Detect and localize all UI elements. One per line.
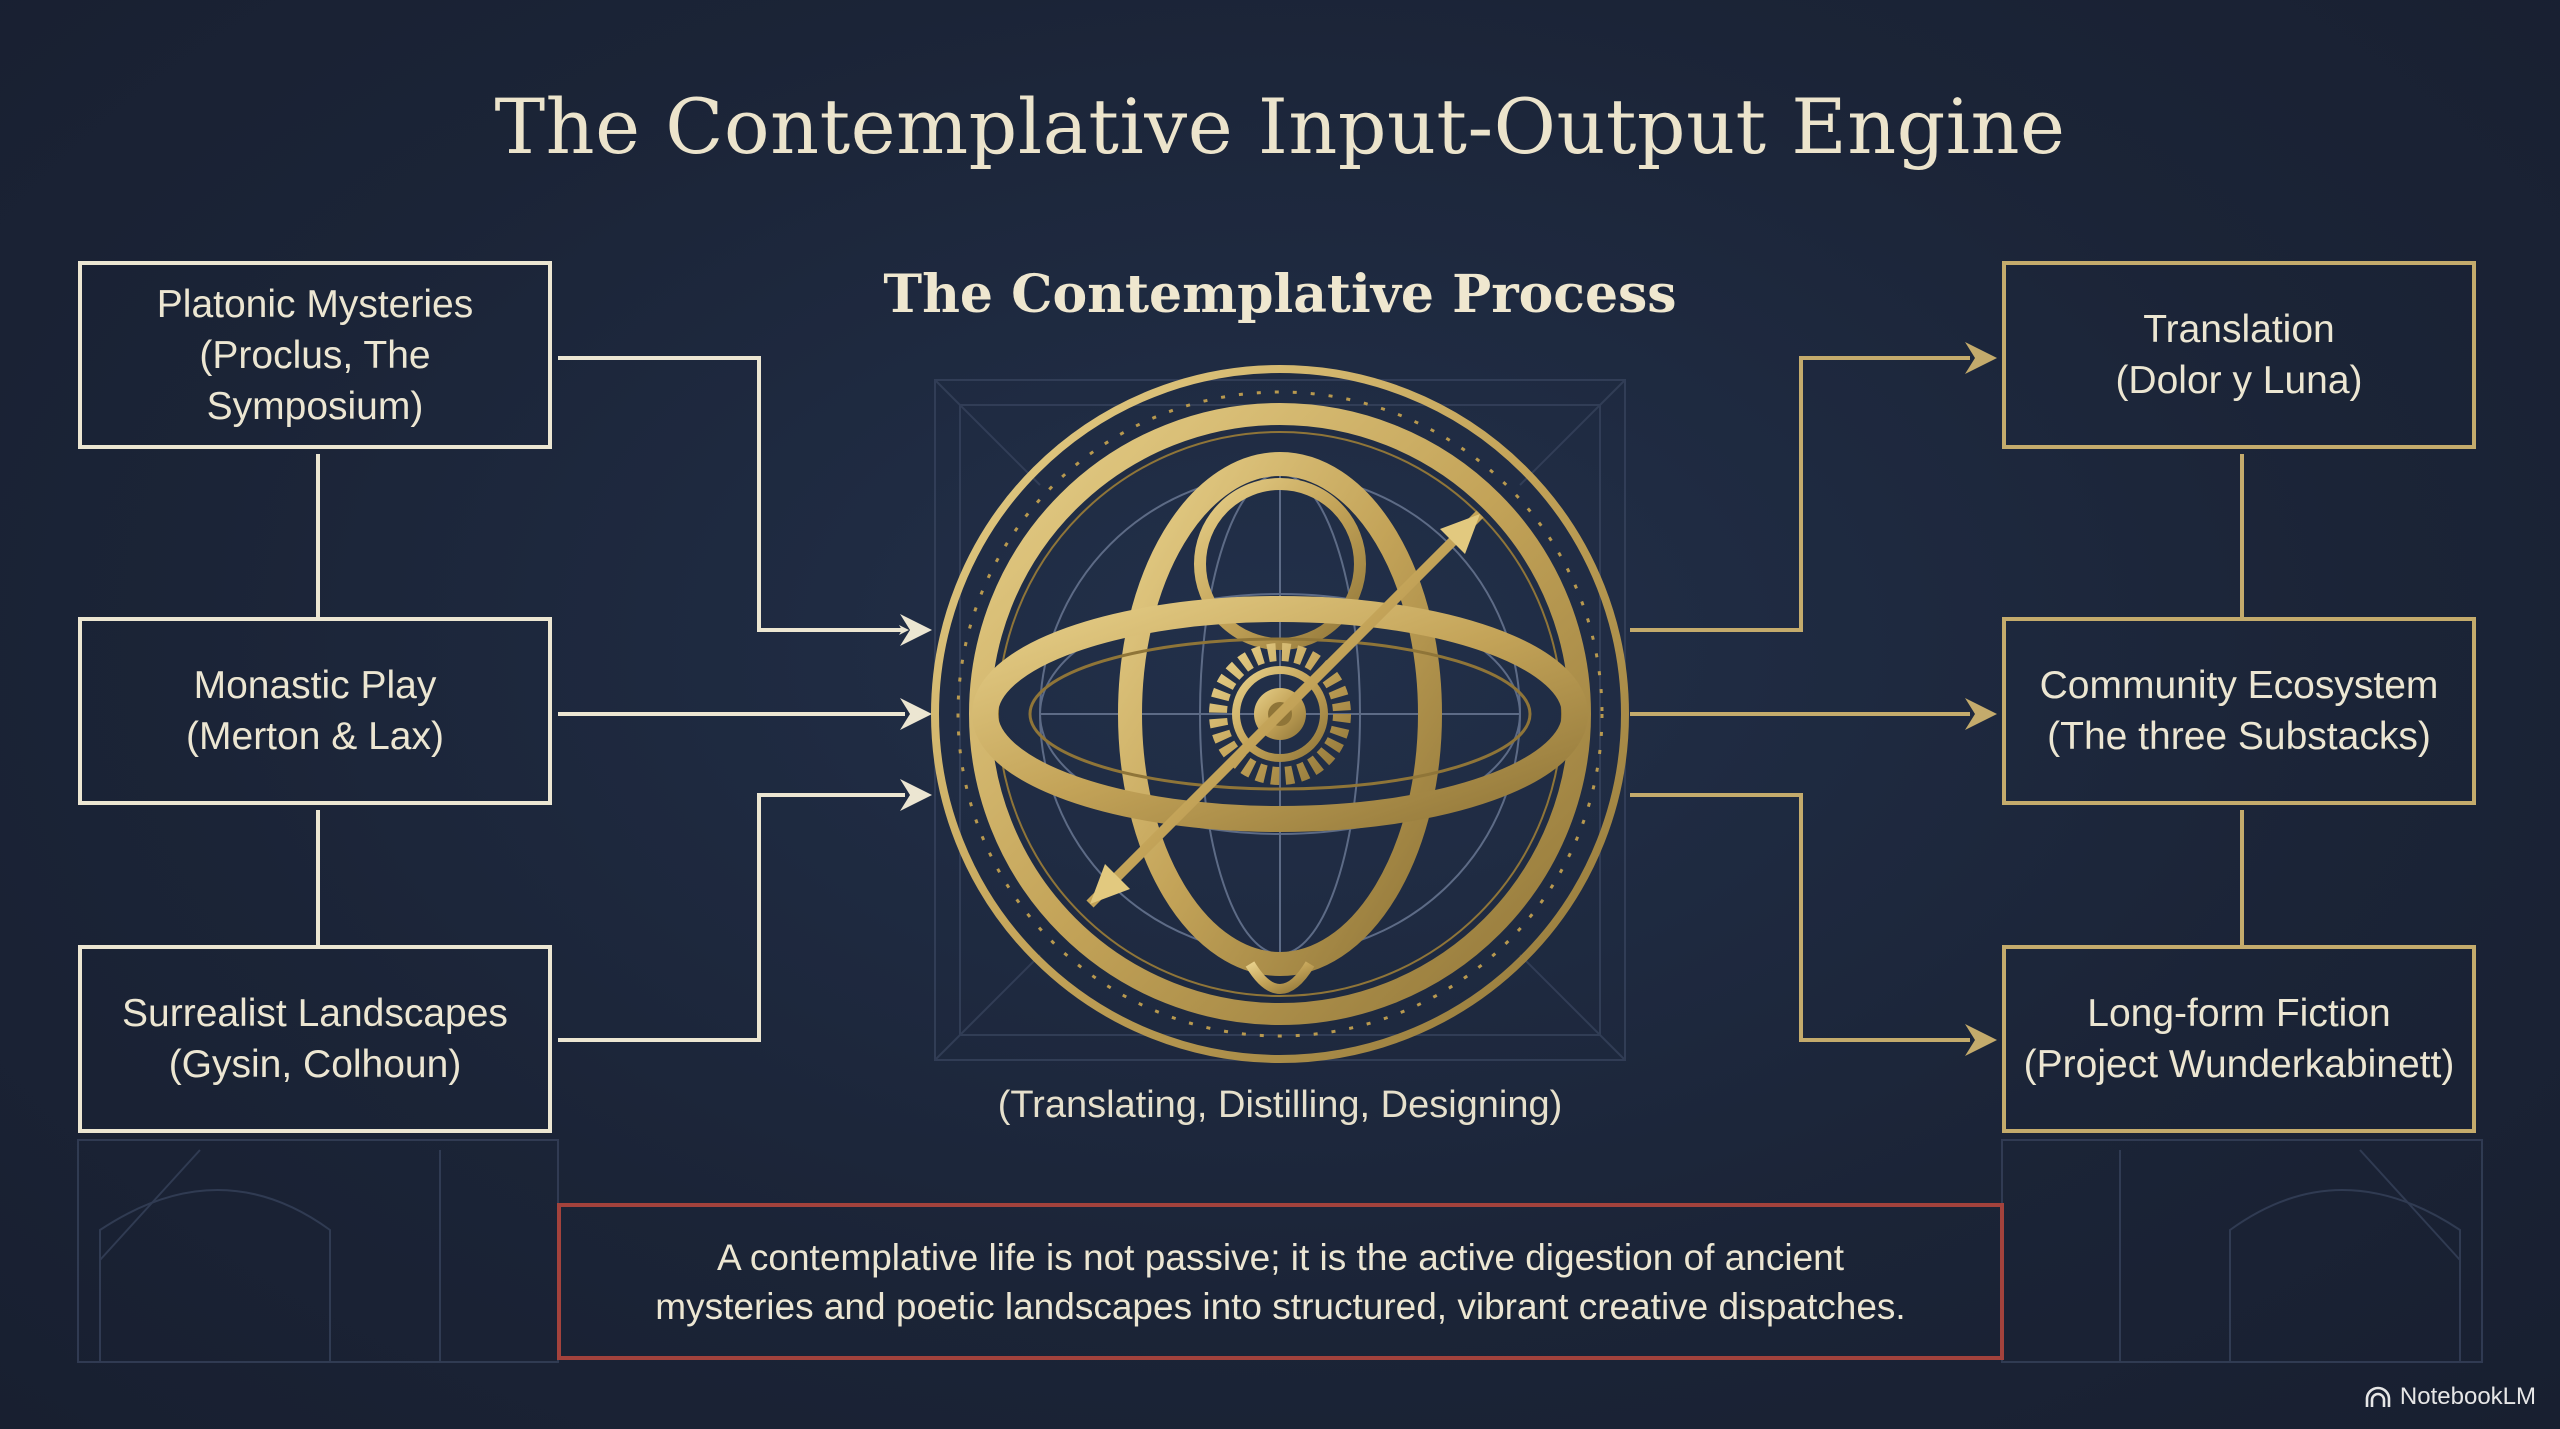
input-box-platonic-mysteries: Platonic Mysteries (Proclus, The Symposi…: [78, 261, 552, 449]
output-box-community-ecosystem: Community Ecosystem (The three Substacks…: [2002, 617, 2476, 805]
input-box-monastic-play: Monastic Play (Merton & Lax): [78, 617, 552, 805]
connector-output-1: [1630, 356, 1970, 632]
input-label: Platonic Mysteries: [156, 282, 474, 326]
output-sublabel: (Dolor y Luna): [2115, 359, 2363, 402]
arrowhead-icon: [900, 779, 932, 811]
input-label: Monastic Play: [193, 664, 437, 707]
connector-input-1: [558, 356, 909, 635]
input-sublabel: Symposium): [206, 384, 424, 428]
output-box-long-form-fiction: Long-form Fiction (Project Wunderkabinet…: [2002, 945, 2476, 1133]
input-box-surrealist-landscapes: Surrealist Landscapes (Gysin, Colhoun): [78, 945, 552, 1133]
brand-label: NotebookLM: [2399, 1383, 2536, 1410]
quote-line: A contemplative life is not passive; it …: [716, 1236, 1845, 1278]
output-sublabel: (Project Wunderkabinett): [2023, 1043, 2455, 1086]
notebooklm-logo-icon: [2365, 1386, 2391, 1407]
input-sublabel: (Gysin, Colhoun): [168, 1043, 462, 1086]
connector-input-3: [558, 793, 905, 1042]
input-sublabel: (Proclus, The: [199, 333, 431, 377]
output-box-translation: Translation (Dolor y Luna): [2002, 261, 2476, 449]
quote-line: mysteries and poetic landscapes into str…: [655, 1285, 1906, 1327]
page-title: The Contemplative Input-Output Engine: [494, 82, 2066, 171]
connector-output-3: [1630, 793, 1970, 1042]
arrowhead-icon: [900, 698, 932, 730]
input-label: Surrealist Landscapes: [122, 992, 508, 1035]
output-label: Translation: [2143, 308, 2335, 351]
arrowhead-icon: [1965, 698, 1997, 730]
arrowhead-icon: [900, 614, 932, 646]
notebooklm-brand: NotebookLM: [2364, 1383, 2536, 1411]
input-sublabel: (Merton & Lax): [186, 715, 444, 758]
output-label: Long-form Fiction: [2087, 992, 2391, 1035]
process-title: The Contemplative Process: [883, 264, 1677, 325]
process-caption: (Translating, Distilling, Designing): [997, 1084, 1563, 1126]
arrowhead-icon: [1965, 1024, 1997, 1056]
arrowhead-icon: [1965, 342, 1997, 374]
output-sublabel: (The three Substacks): [2047, 715, 2431, 758]
output-label: Community Ecosystem: [2039, 664, 2439, 707]
summary-quote-box: A contemplative life is not passive; it …: [557, 1203, 2004, 1360]
